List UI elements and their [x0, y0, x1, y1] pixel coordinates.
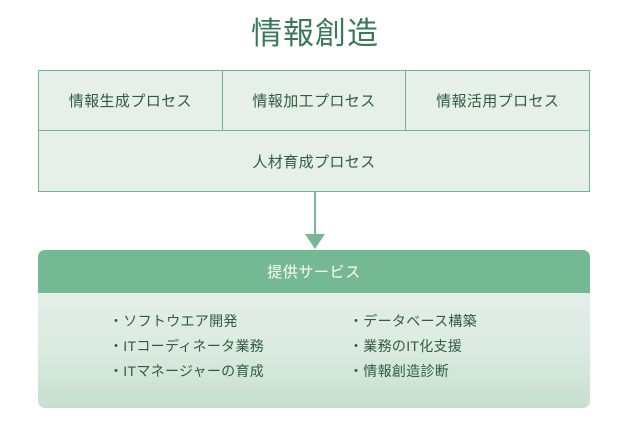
arrow-stem [314, 192, 316, 236]
service-panel-header: 提供サービス [38, 250, 590, 293]
service-list-column-right: ・データベース構築 ・業務のIT化支援 ・情報創造診断 [293, 309, 548, 408]
process-cell-information-processing: 情報加工プロセス [221, 71, 406, 130]
list-item: ・情報創造診断 [349, 363, 450, 379]
process-table-row: 人材育成プロセス [39, 131, 589, 191]
service-panel: 提供サービス ・ソフトウエア開発 ・ITコーディネータ業務 ・ITマネージャーの… [38, 250, 590, 408]
down-arrow-icon [305, 192, 325, 249]
service-panel-body: ・ソフトウエア開発 ・ITコーディネータ業務 ・ITマネージャーの育成 ・データ… [38, 293, 590, 408]
list-item: ・業務のIT化支援 [349, 338, 463, 354]
list-item: ・ソフトウエア開発 [109, 313, 238, 329]
process-table: 情報生成プロセス 情報加工プロセス 情報活用プロセス 人材育成プロセス [38, 70, 590, 192]
service-list-column-left: ・ソフトウエア開発 ・ITコーディネータ業務 ・ITマネージャーの育成 [38, 309, 293, 408]
process-cell-human-resource-development: 人材育成プロセス [252, 153, 376, 171]
service-list-columns: ・ソフトウエア開発 ・ITコーディネータ業務 ・ITマネージャーの育成 ・データ… [38, 293, 590, 408]
process-table-row: 情報生成プロセス 情報加工プロセス 情報活用プロセス [39, 71, 589, 131]
process-cell-information-utilization: 情報活用プロセス [405, 71, 589, 130]
arrow-head [305, 234, 325, 249]
list-item: ・ITマネージャーの育成 [109, 363, 265, 379]
process-cell-information-generation: 情報生成プロセス [68, 93, 192, 110]
list-item: ・ITコーディネータ業務 [109, 338, 265, 354]
list-item: ・データベース構築 [349, 313, 477, 329]
page-title: 情報創造 [251, 16, 379, 51]
